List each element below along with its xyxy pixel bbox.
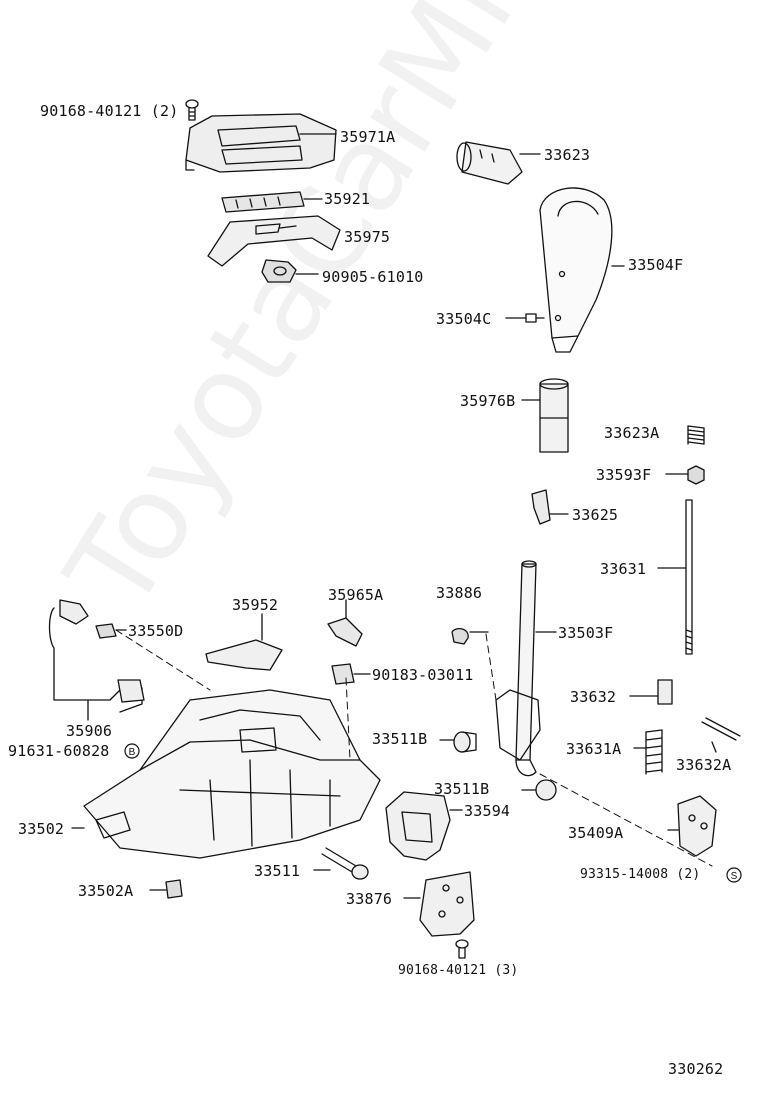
label-33632A: 33632A [676,756,732,774]
label-35971A: 35971A [340,128,396,146]
label-35976B: 35976B [460,392,516,410]
label-35975: 35975 [344,228,391,246]
label-33511B-upper: 33511B [372,730,428,748]
part-33511B-upper [439,731,477,753]
label-33593F: 33593F [596,466,652,484]
label-33503F: 33503F [558,624,614,642]
label-33623A: 33623A [604,424,660,442]
label-35906: 35906 [66,722,113,740]
part-33502 [71,689,381,859]
marker-s-text: S [731,871,738,882]
label-33502: 33502 [18,820,65,838]
label-90168-bottom: 90168-40121 (3) [398,963,519,978]
label-33550D: 33550D [128,622,184,640]
label-93315: 93315-14008 (2) [580,867,701,882]
guide-lines [115,629,713,867]
part-90183 [331,663,371,685]
part-33886 [451,627,489,645]
part-33632 [629,679,673,705]
marker-s: S [726,867,742,883]
part-33511 [313,847,369,880]
part-33593F [665,465,705,485]
label-33594: 33594 [464,802,511,820]
label-33876: 33876 [346,890,393,908]
label-35409A: 35409A [568,824,624,842]
part-35409A [667,795,717,857]
part-33594 [385,791,463,861]
bolt-90168-top [185,99,199,121]
label-33886: 33886 [436,584,483,602]
part-33623 [456,141,541,185]
part-35921 [221,191,323,213]
part-33511B-lower [521,779,557,801]
label-91631: 91631-60828 [8,742,110,760]
part-33631 [657,499,693,655]
label-33511B-lower: 33511B [434,780,490,798]
part-33503F [495,560,557,777]
part-90905 [261,259,319,283]
part-33623A [687,425,705,445]
label-35921: 35921 [324,190,371,208]
part-35952 [205,613,283,671]
marker-b: B [124,743,140,759]
label-90905: 90905-61010 [322,268,424,286]
part-33504C [505,313,545,323]
label-33511: 33511 [254,862,301,880]
label-35965A: 35965A [328,586,384,604]
label-33502A: 33502A [78,882,134,900]
label-33625: 33625 [572,506,619,524]
part-33504F [539,187,625,353]
label-33632: 33632 [570,688,617,706]
label-33504F: 33504F [628,256,684,274]
part-33632A [701,717,741,753]
part-33625 [531,489,569,525]
part-33550D [95,623,127,639]
part-35975 [207,215,341,267]
label-90183: 90183-03011 [372,666,474,684]
diagram-number: 330262 [668,1060,724,1078]
part-33631A [633,729,663,775]
part-35971A [185,113,337,173]
label-90168-top: 90168-40121 (2) [40,102,179,120]
label-33631: 33631 [600,560,647,578]
part-35965A [327,599,363,647]
label-35952: 35952 [232,596,279,614]
part-35906 [48,599,145,721]
part-35976B [521,378,569,453]
label-33631A: 33631A [566,740,622,758]
part-33876 [403,871,475,937]
label-33504C: 33504C [436,310,492,328]
bolt-90168-bottom [455,939,469,959]
label-33623: 33623 [544,146,591,164]
marker-b-text: B [129,747,136,758]
part-33502A [149,879,183,899]
